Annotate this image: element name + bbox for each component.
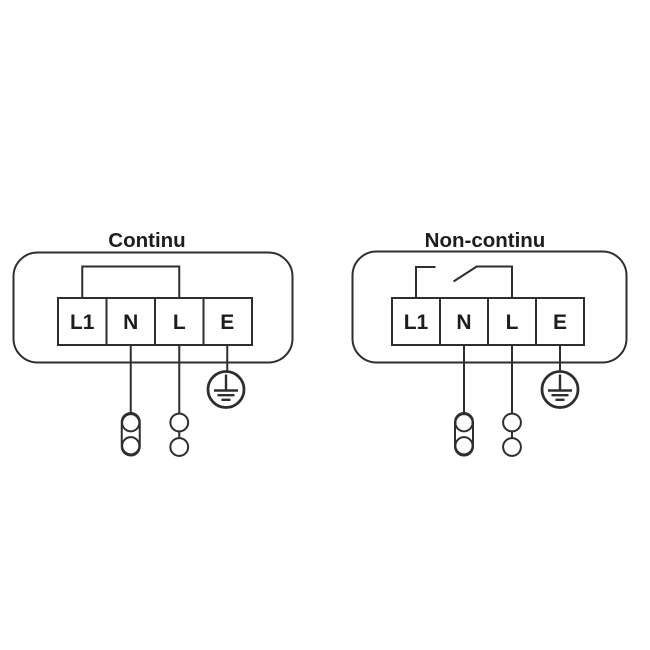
- capsule-twin-pin-connector: [120, 412, 141, 457]
- terminal-label-l: L: [506, 311, 519, 334]
- jumper-wire-open-switch: [415, 265, 513, 298]
- protective-earth-icon: [540, 370, 580, 409]
- terminal-label-n: N: [123, 311, 138, 334]
- switch-feed-wire: [477, 265, 513, 298]
- diagram-non-continu: Non-continu L1 N L E: [351, 229, 628, 457]
- enclosure-outline: [12, 251, 294, 364]
- terminal-box-l1: [57, 297, 108, 346]
- capsule-twin-pin-connector: [454, 412, 474, 457]
- terminal-box-n: [105, 297, 156, 346]
- enclosure-outline: [351, 250, 628, 364]
- jumper-wire-closed: [81, 265, 181, 298]
- diagram-title: Non-continu: [425, 229, 546, 252]
- terminal-box-e: [535, 297, 585, 346]
- twin-circle-connector: [169, 412, 190, 457]
- terminal-label-l: L: [173, 311, 186, 334]
- diagram-title: Continu: [108, 229, 185, 252]
- terminal-box-e: [202, 297, 253, 346]
- terminal-label-e: E: [553, 311, 567, 334]
- terminal-box-l: [487, 297, 537, 346]
- switch-fixed-contact: [415, 266, 436, 298]
- twin-circle-connector: [502, 412, 522, 457]
- terminal-label-n: N: [456, 311, 471, 334]
- terminal-box-l1: [391, 297, 441, 346]
- switch-blade: [452, 265, 479, 283]
- terminal-label-l1: L1: [404, 311, 429, 334]
- terminal-label-l1: L1: [70, 311, 95, 334]
- terminal-label-e: E: [220, 311, 234, 334]
- protective-earth-icon: [206, 370, 246, 409]
- terminal-box-n: [439, 297, 489, 346]
- diagram-continu: Continu L1 N L E: [12, 229, 294, 457]
